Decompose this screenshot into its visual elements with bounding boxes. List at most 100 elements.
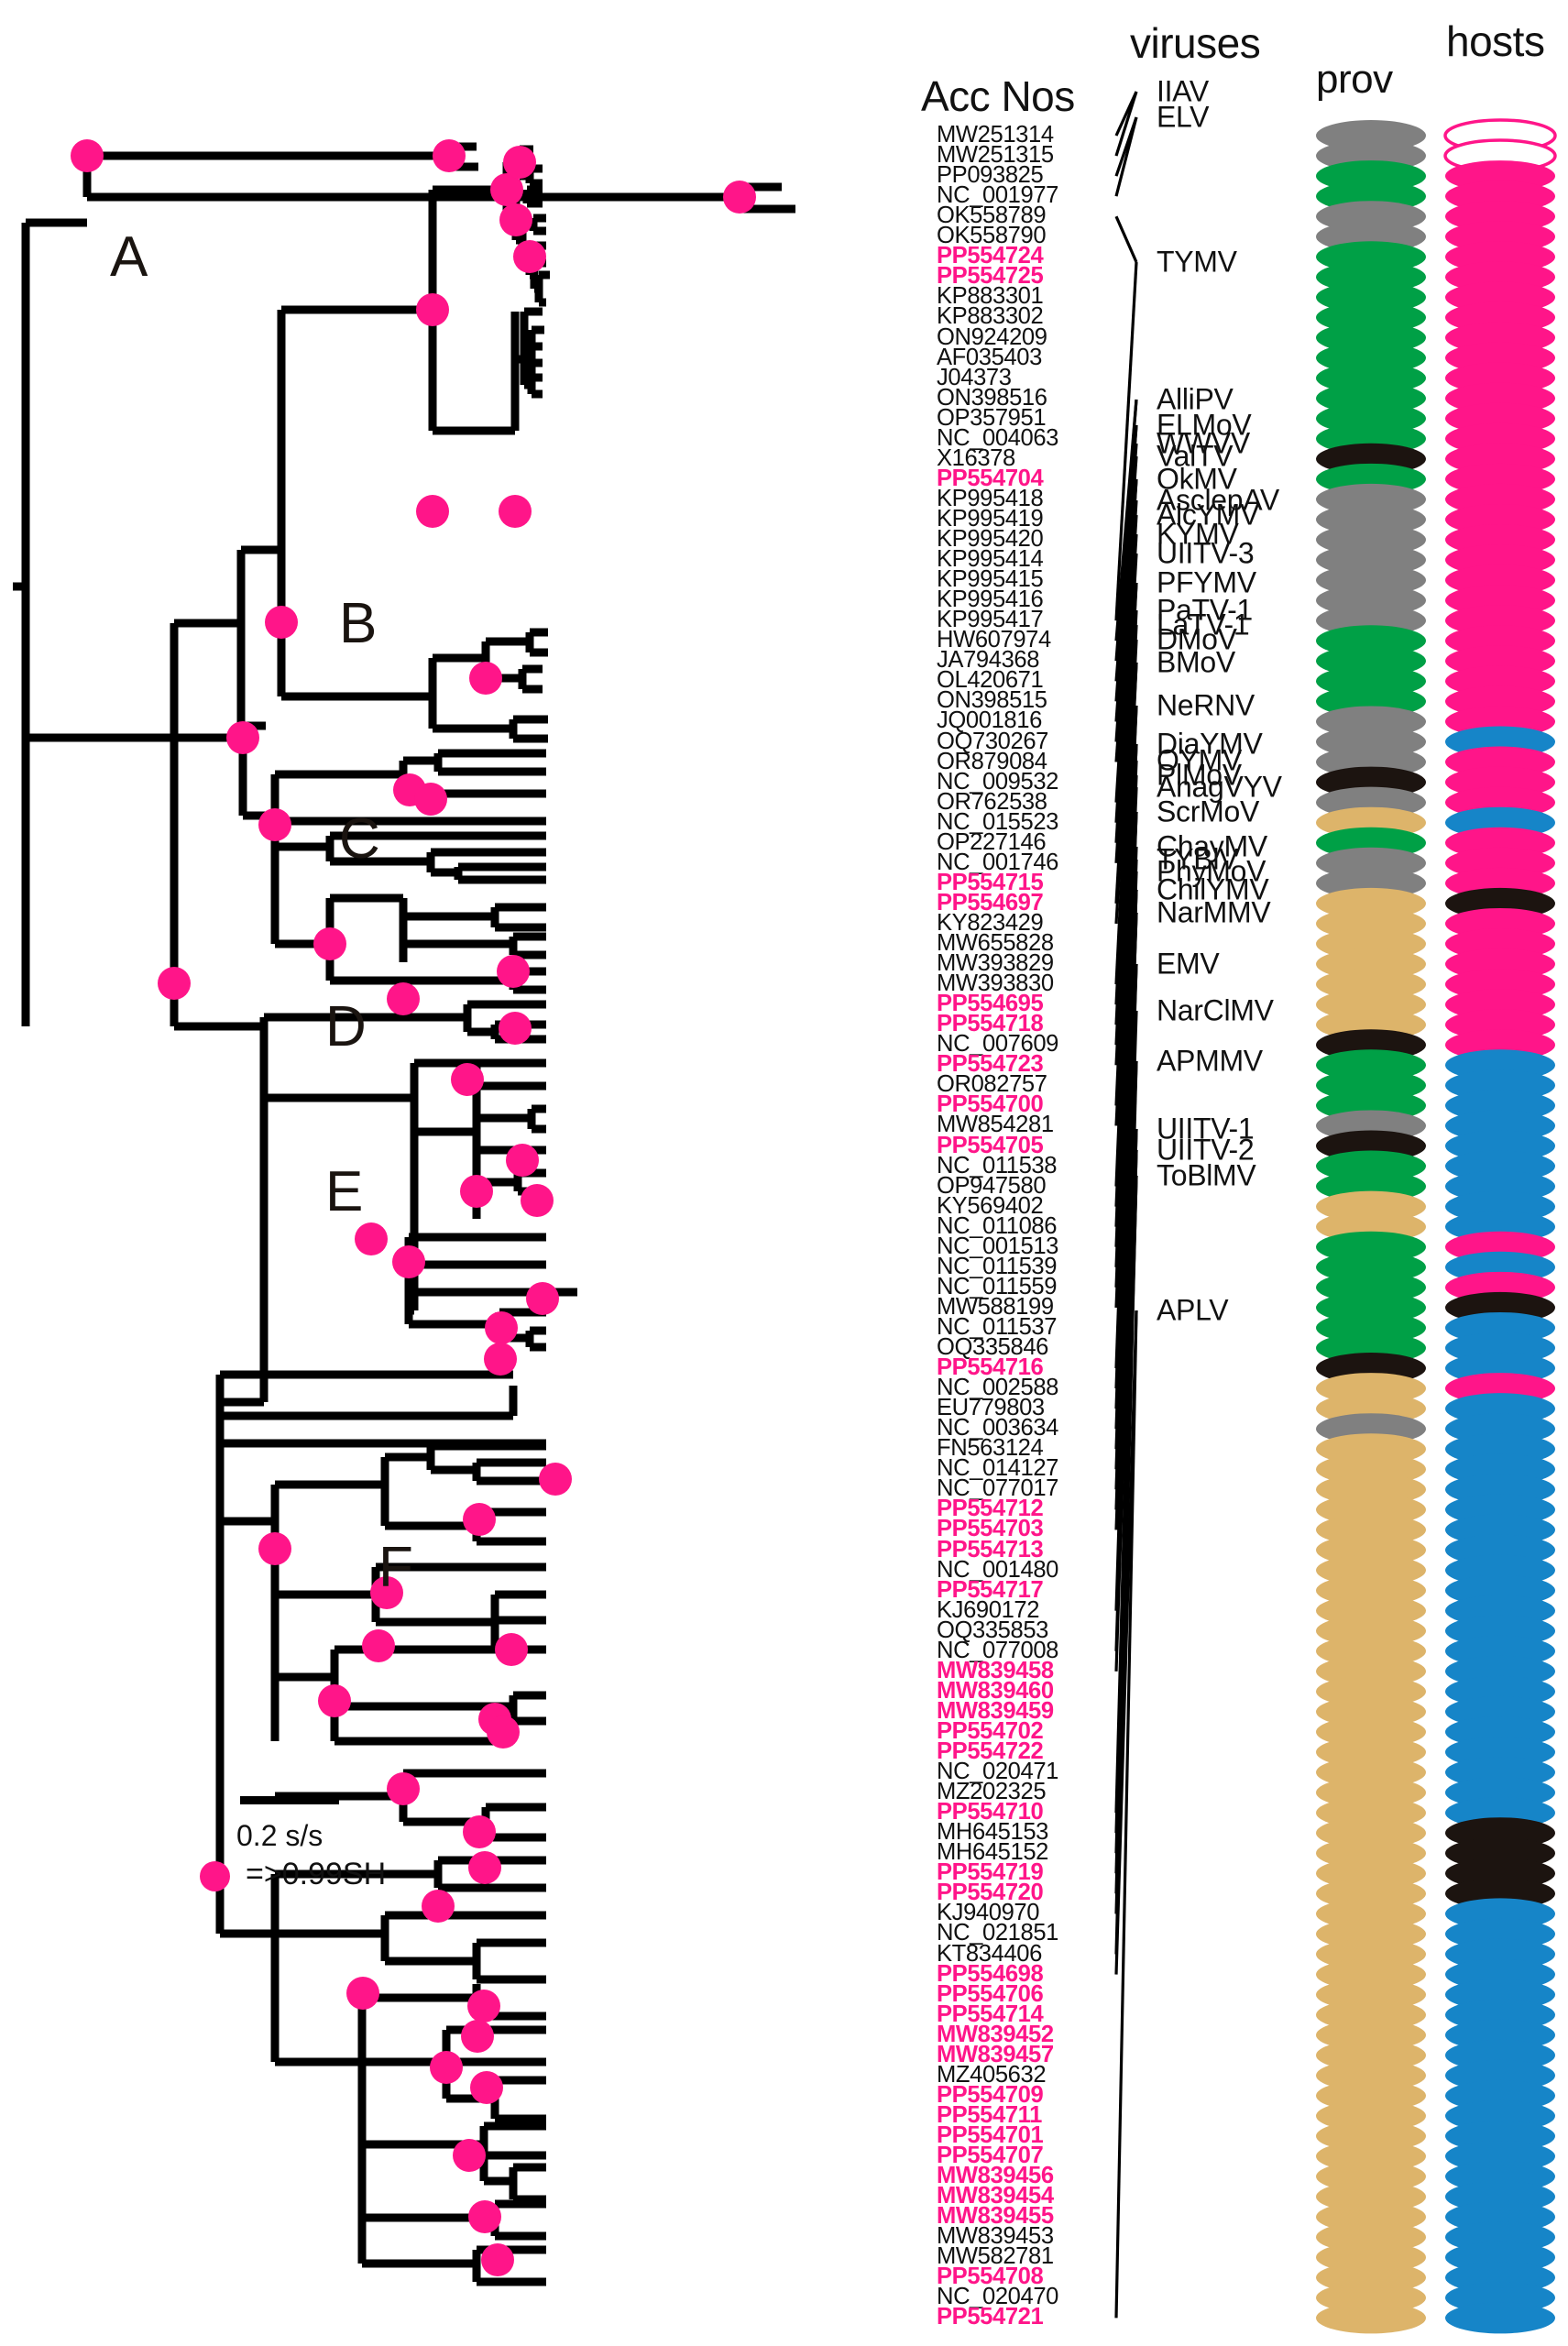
clade-label-e: E: [325, 1160, 364, 1223]
accession-pp554718: PP554718: [937, 1011, 1044, 1037]
accession-mw251314: MW251314: [937, 122, 1054, 148]
accession-nc_001480: NC_001480: [937, 1556, 1059, 1583]
column-header-viruses: viruses: [1130, 19, 1261, 67]
virus-label-elv: ELV: [1157, 100, 1210, 134]
accession-ok558789: OK558789: [937, 203, 1047, 229]
clade-label-b: B: [339, 592, 378, 655]
accession-nc_011559: NC_011559: [937, 1273, 1058, 1299]
accession-kp995417: KP995417: [937, 607, 1044, 633]
virus-label-okmv: OkMV: [1157, 462, 1237, 496]
virus-label-elmov: ELMoV: [1157, 408, 1252, 442]
virus-label-oymv: OYMV: [1157, 743, 1243, 777]
accession-mw839453: MW839453: [937, 2223, 1054, 2250]
accession-pp093825: PP093825: [937, 162, 1044, 189]
accession-ky823429: KY823429: [937, 909, 1044, 936]
accession-nc_003634: NC_003634: [937, 1415, 1059, 1442]
virus-label-narclmv: NarClMV: [1157, 993, 1274, 1027]
accession-pp554723: PP554723: [937, 1051, 1044, 1078]
accession-pp554722: PP554722: [937, 1738, 1044, 1764]
virus-label-uiitv-1: UIITV-1: [1157, 1112, 1255, 1146]
accession-kp995415: KP995415: [937, 566, 1044, 593]
accession-mw839454: MW839454: [937, 2183, 1054, 2209]
accession-mw393830: MW393830: [937, 970, 1054, 997]
accession-pp554698: PP554698: [937, 1960, 1044, 1987]
column-header-prov: prov: [1316, 57, 1393, 102]
clade-label-d: D: [325, 995, 367, 1058]
virus-label-toblmv: ToBlMV: [1157, 1158, 1256, 1192]
accession-nc_002588: NC_002588: [937, 1375, 1059, 1401]
accession-pp554707: PP554707: [937, 2143, 1044, 2168]
virus-label-tymv: TYMV: [1157, 245, 1237, 279]
accession-kt834406: KT834406: [937, 1940, 1042, 1967]
virus-label-diaymv: DiaYMV: [1157, 727, 1263, 761]
accession-pp554702: PP554702: [937, 1717, 1044, 1744]
accession-on924209: ON924209: [937, 323, 1047, 350]
accession-pp554724: PP554724: [937, 243, 1044, 269]
scale-bar-label: 0.2 s/s: [236, 1819, 323, 1852]
accession-x16378: X16378: [937, 444, 1015, 471]
support-nodes: [71, 139, 756, 2276]
accession-fn563124: FN563124: [937, 1435, 1044, 1462]
virus-label-aplv: APLV: [1157, 1293, 1229, 1327]
scale-bar: [240, 1796, 339, 1804]
host-marker: [1445, 2302, 1555, 2334]
accession-nc_009532: NC_009532: [937, 768, 1059, 795]
accession-mz202325: MZ202325: [937, 1779, 1047, 1805]
accession-mw854281: MW854281: [937, 1112, 1054, 1138]
accession-jq001816: JQ001816: [937, 707, 1042, 734]
virus-label-pfymv: PFYMV: [1157, 565, 1256, 599]
accession-pp554703: PP554703: [937, 1516, 1044, 1542]
accession-kp995414: KP995414: [937, 546, 1044, 573]
accession-on398516: ON398516: [937, 384, 1047, 411]
accession-oq335853: OQ335853: [937, 1617, 1049, 1643]
virus-label-scrmov: ScrMoV: [1157, 795, 1259, 828]
virus-label-alcymv: AlcYMV: [1157, 498, 1259, 532]
virus-label-narmmv: NarMMV: [1157, 895, 1271, 929]
clade-label-f: F: [378, 1536, 413, 1599]
accession-pp554721: PP554721: [937, 2304, 1044, 2330]
accession-mw582781: MW582781: [937, 2243, 1054, 2270]
accession-pp554714: PP554714: [937, 2001, 1044, 2027]
accession-pp554697: PP554697: [937, 889, 1044, 915]
accession-pp554716: PP554716: [937, 1354, 1044, 1381]
virus-label-nernv: NeRNV: [1157, 688, 1255, 722]
accession-kp883301: KP883301: [937, 283, 1044, 310]
accession-or082757: OR082757: [937, 1071, 1047, 1098]
accession-pp554709: PP554709: [937, 2081, 1044, 2108]
accession-mw655828: MW655828: [937, 930, 1054, 956]
accession-ky569402: KY569402: [937, 1192, 1044, 1219]
accession-kj690172: KJ690172: [937, 1596, 1040, 1623]
accession-pp554712: PP554712: [937, 1496, 1044, 1522]
accession-nc_015523: NC_015523: [937, 808, 1059, 835]
accession-mw839457: MW839457: [937, 2041, 1054, 2067]
accession-pp554717: PP554717: [937, 1576, 1044, 1603]
accession-kp995419: KP995419: [937, 505, 1044, 532]
virus-label-iiav: IIAV: [1157, 74, 1209, 108]
accession-pp554719: PP554719: [937, 1859, 1044, 1886]
virus-label-valtv: ValTV: [1157, 439, 1234, 473]
accession-op947580: OP947580: [937, 1172, 1047, 1199]
accession-kp995418: KP995418: [937, 485, 1044, 511]
virus-label-apmmv: APMMV: [1157, 1044, 1263, 1078]
accession-ol420671: OL420671: [937, 667, 1044, 694]
accession-kp995416: KP995416: [937, 586, 1044, 613]
accession-pp554708: PP554708: [937, 2264, 1044, 2290]
virus-label-anagvyv: AnagVYV: [1157, 770, 1282, 804]
accession-nc_001513: NC_001513: [937, 1233, 1059, 1259]
column-header-acc-nos: Acc Nos: [921, 72, 1075, 120]
accession-nc_001977: NC_001977: [937, 182, 1059, 209]
accession-pp554706: PP554706: [937, 1980, 1044, 2007]
virus-label-phymov: PhyMoV: [1157, 854, 1266, 888]
accession-op357951: OP357951: [937, 404, 1047, 431]
accession-mw839458: MW839458: [937, 1657, 1054, 1683]
accession-nc_077008: NC_077008: [937, 1637, 1059, 1663]
accession-mw839459: MW839459: [937, 1697, 1054, 1724]
accession-pp554695: PP554695: [937, 991, 1044, 1017]
accession-pp554704: PP554704: [937, 465, 1044, 491]
accession-pp554700: PP554700: [937, 1091, 1044, 1118]
virus-label-chaymv: ChayMV: [1157, 829, 1267, 863]
